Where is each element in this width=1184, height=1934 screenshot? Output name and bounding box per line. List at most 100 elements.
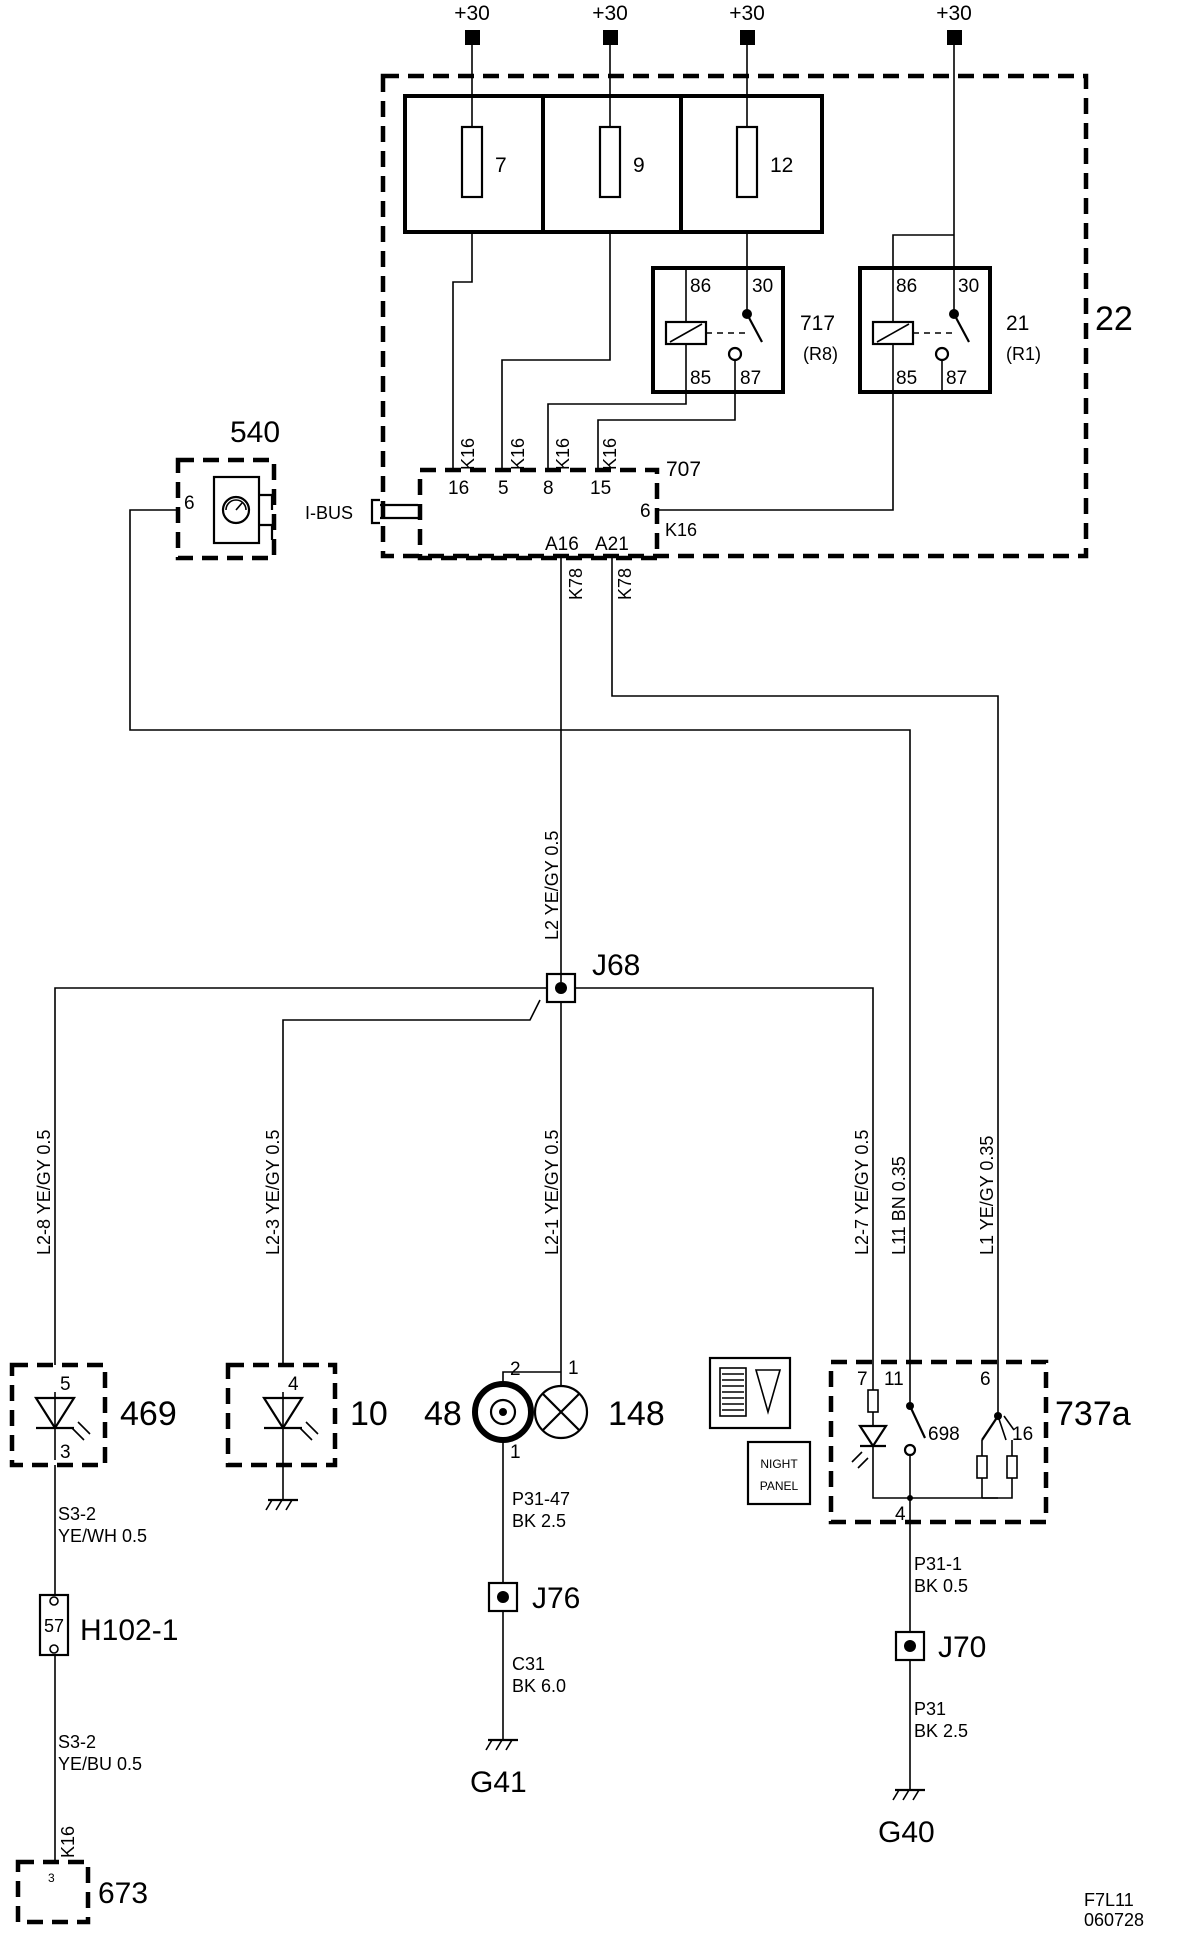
module-707: 707 16 5 8 15 6 A16 A21 K16 I-BUS [305,458,701,561]
led-737a-symbol [857,1424,889,1449]
component-737a-pin-11: 11 [884,1369,904,1390]
component-148-id: 148 [608,1395,665,1433]
module-707-outline [417,467,660,561]
connector-h102-1-pin: 57 [44,1616,64,1636]
relay-21-sub: (R1) [1006,344,1041,364]
supply-label-fuse12: +30 [729,2,765,25]
resistor-737a-7 [867,1389,879,1413]
switch-panel-icon [708,1356,792,1430]
component-469: 5 3 469 [9,1362,177,1468]
led-10-symbol [262,1396,304,1431]
ground-path-g40: P31-1 BK 0.5 J70 P31 BK 2.5 G40 [878,1498,986,1849]
component-48-pin-2: 2 [510,1359,521,1380]
component-737a-pin-7: 7 [857,1369,868,1390]
fuse-block: 7 9 12 [403,94,824,234]
wire-s3-2-b-spec: YE/BU 0.5 [58,1754,142,1774]
wire-l2-7: L2-7 YE/GY 0.5 [852,1130,872,1255]
junction-j68: J68 [545,949,640,1004]
module-707-pin-a16: A16 [545,534,579,555]
ground-symbol-10 [265,1490,298,1511]
module-707-pin-5: 5 [498,478,509,499]
supply-terminals: +30 +30 +30 +30 [454,2,972,45]
component-469-outline [9,1362,108,1468]
component-737a-sub-id: 16 [1012,1424,1033,1445]
wire-c31-spec: BK 6.0 [512,1676,566,1696]
supply-wires [471,45,955,235]
component-540-pin-6: 6 [184,493,195,514]
supply-label-relay21: +30 [936,2,972,25]
k16-labels: K16 K16 K16 K16 K78 K78 [458,438,635,600]
relay-717-pin-87: 87 [740,368,761,389]
component-540-icon [221,495,251,525]
relay-21-pin-87: 87 [946,368,967,389]
component-540-id: 540 [230,416,280,449]
wire-p31-1-code: P31-1 [914,1554,962,1574]
relay-21-pin-30: 30 [958,276,979,297]
module-707-k16-right: K16 [665,520,697,540]
fuse-7-symbol [460,125,484,199]
wire-p31-1-spec: BK 0.5 [914,1576,968,1596]
k78-a16: K78 [566,568,586,600]
component-469-pin-3: 3 [60,1442,71,1463]
connector-673-harness: K16 [58,1826,78,1858]
fuse-12-symbol [735,125,759,199]
component-48: 2 1 48 [424,1359,561,1583]
k16-pin5: K16 [508,438,528,470]
module-707-pin-16: 16 [448,478,469,499]
k16-pin15: K16 [600,438,620,470]
triangle-icon [754,1369,782,1415]
relay-717: 86 30 85 87 717 (R8) [651,266,838,394]
ground-path-g41: P31-47 BK 2.5 J76 C31 BK 6.0 G41 [470,1489,580,1799]
component-10-outline [225,1362,338,1468]
main-harness-wires [54,509,999,1370]
wire-l11: L11 BN 0.35 [889,1156,909,1255]
component-737a-id: 737a [1055,1395,1131,1433]
relay-21: 86 30 85 87 21 (R1) [858,234,1041,394]
component-540-outline [175,457,277,561]
connector-673-id: 673 [98,1877,148,1910]
module-707-id: 707 [666,458,701,481]
wire-p31-47-spec: BK 2.5 [512,1511,566,1531]
wire-s3-2-a-code: S3-2 [58,1504,96,1524]
night-panel-button [746,1440,812,1506]
relay-21-pin-86: 86 [896,276,917,297]
ground-symbol-g40 [892,1789,920,1801]
i-bus-label: I-BUS [305,503,353,523]
component-10-id: 10 [350,1395,388,1433]
supply-label-fuse7: +30 [454,2,490,25]
wire-l2-1: L2-1 YE/GY 0.5 [542,1130,562,1255]
module-707-pin-8: 8 [543,478,554,499]
wire-l2-3: L2-3 YE/GY 0.5 [263,1130,283,1255]
component-737a-outline [828,1359,1049,1525]
junction-j70-label: J70 [938,1631,986,1664]
fuse-7-label: 7 [495,154,507,177]
ground-g40-label: G40 [878,1816,935,1849]
central-unit-22-label: 22 [1095,300,1133,338]
relay-717-pin-86: 86 [690,276,711,297]
wire-labels: L2 YE/GY 0.5 L2-8 YE/GY 0.5 L2-3 YE/GY 0… [34,831,997,1255]
relay-717-pin-85: 85 [690,368,711,389]
wire-p31-spec: BK 2.5 [914,1721,968,1741]
night-panel-line2: PANEL [760,1479,799,1493]
footer-line1: F7L11 [1084,1890,1134,1910]
component-469-id: 469 [120,1395,177,1433]
module-707-pin-15: 15 [590,478,611,499]
component-469-pin-5: 5 [60,1374,71,1395]
wire-c31-code: C31 [512,1654,545,1674]
ground-g41-label: G41 [470,1766,527,1799]
internal-wires [452,232,894,511]
wire-l2-8: L2-8 YE/GY 0.5 [34,1130,54,1255]
k78-a21: K78 [615,568,635,600]
relay-717-id: 717 [800,312,835,335]
k16-pin8: K16 [553,438,573,470]
relay-717-sub: (R8) [803,344,838,364]
night-panel-line1: NIGHT [760,1457,798,1471]
component-148-pin-1: 1 [568,1358,579,1379]
component-48-id: 48 [424,1395,462,1433]
switch-icon-group: NIGHT PANEL [708,1356,812,1506]
component-48-pin-1: 1 [510,1442,521,1463]
junction-j68-label: J68 [592,949,640,982]
connector-673-pin: 3 [48,1871,55,1885]
footer-line2: 060728 [1084,1910,1144,1930]
